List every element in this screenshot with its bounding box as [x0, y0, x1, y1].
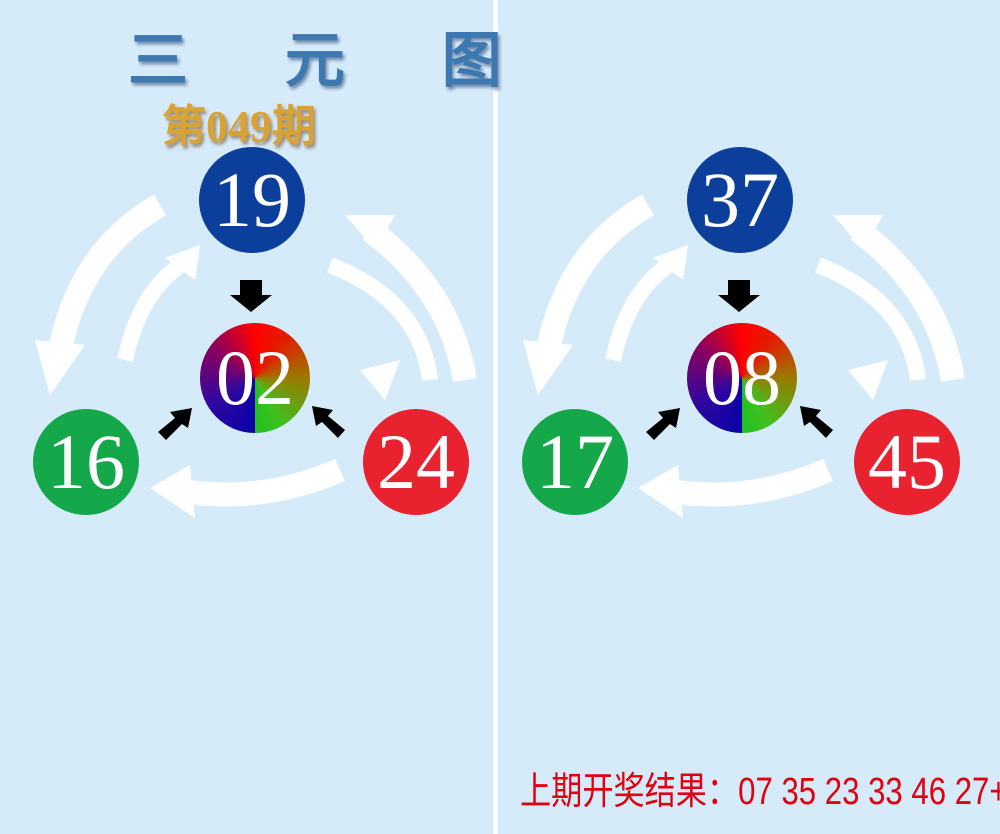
page-title: 三 元 图	[128, 26, 540, 96]
last-draw-label: 上期开奖结果：	[520, 771, 739, 813]
center-ball: 08	[687, 323, 797, 433]
arrowhead-bottom	[150, 465, 195, 518]
outer-arrow-top-left	[48, 194, 167, 353]
cycle-arrows-right-panel	[523, 194, 965, 518]
center-ball: 02	[200, 323, 310, 433]
panel-divider	[493, 0, 498, 834]
last-draw-numbers: 07 35 23 33 46 27+18	[738, 771, 1000, 813]
outer-arrow-bottom	[172, 458, 345, 507]
left-ball: 17	[522, 409, 628, 515]
arrowhead-inner-right	[360, 360, 400, 400]
arrow-down-icon	[718, 280, 760, 312]
issue-number: 第049期	[162, 102, 316, 151]
top-ball: 37	[687, 147, 793, 253]
arrow-upleft-icon	[800, 406, 833, 438]
arrow-down-icon	[230, 280, 272, 312]
arrowhead-left	[35, 340, 85, 395]
right-ball: 45	[854, 409, 960, 515]
cycle-arrows-left-panel	[35, 194, 477, 518]
inner-arrow-left	[117, 255, 190, 362]
left-ball: 16	[33, 409, 139, 515]
arrowhead-inner-top	[165, 245, 200, 280]
inner-arrow-right	[327, 257, 438, 382]
outer-arrow-right	[362, 220, 477, 383]
right-ball: 24	[363, 409, 469, 515]
arrow-upleft-icon	[312, 406, 345, 438]
last-draw-result: 上期开奖结果：07 35 23 33 46 27+18	[520, 760, 1000, 815]
arrowhead-top-right	[345, 215, 395, 250]
top-ball: 19	[199, 147, 305, 253]
arrow-upright-icon	[646, 408, 680, 440]
arrow-upright-icon	[158, 408, 192, 440]
